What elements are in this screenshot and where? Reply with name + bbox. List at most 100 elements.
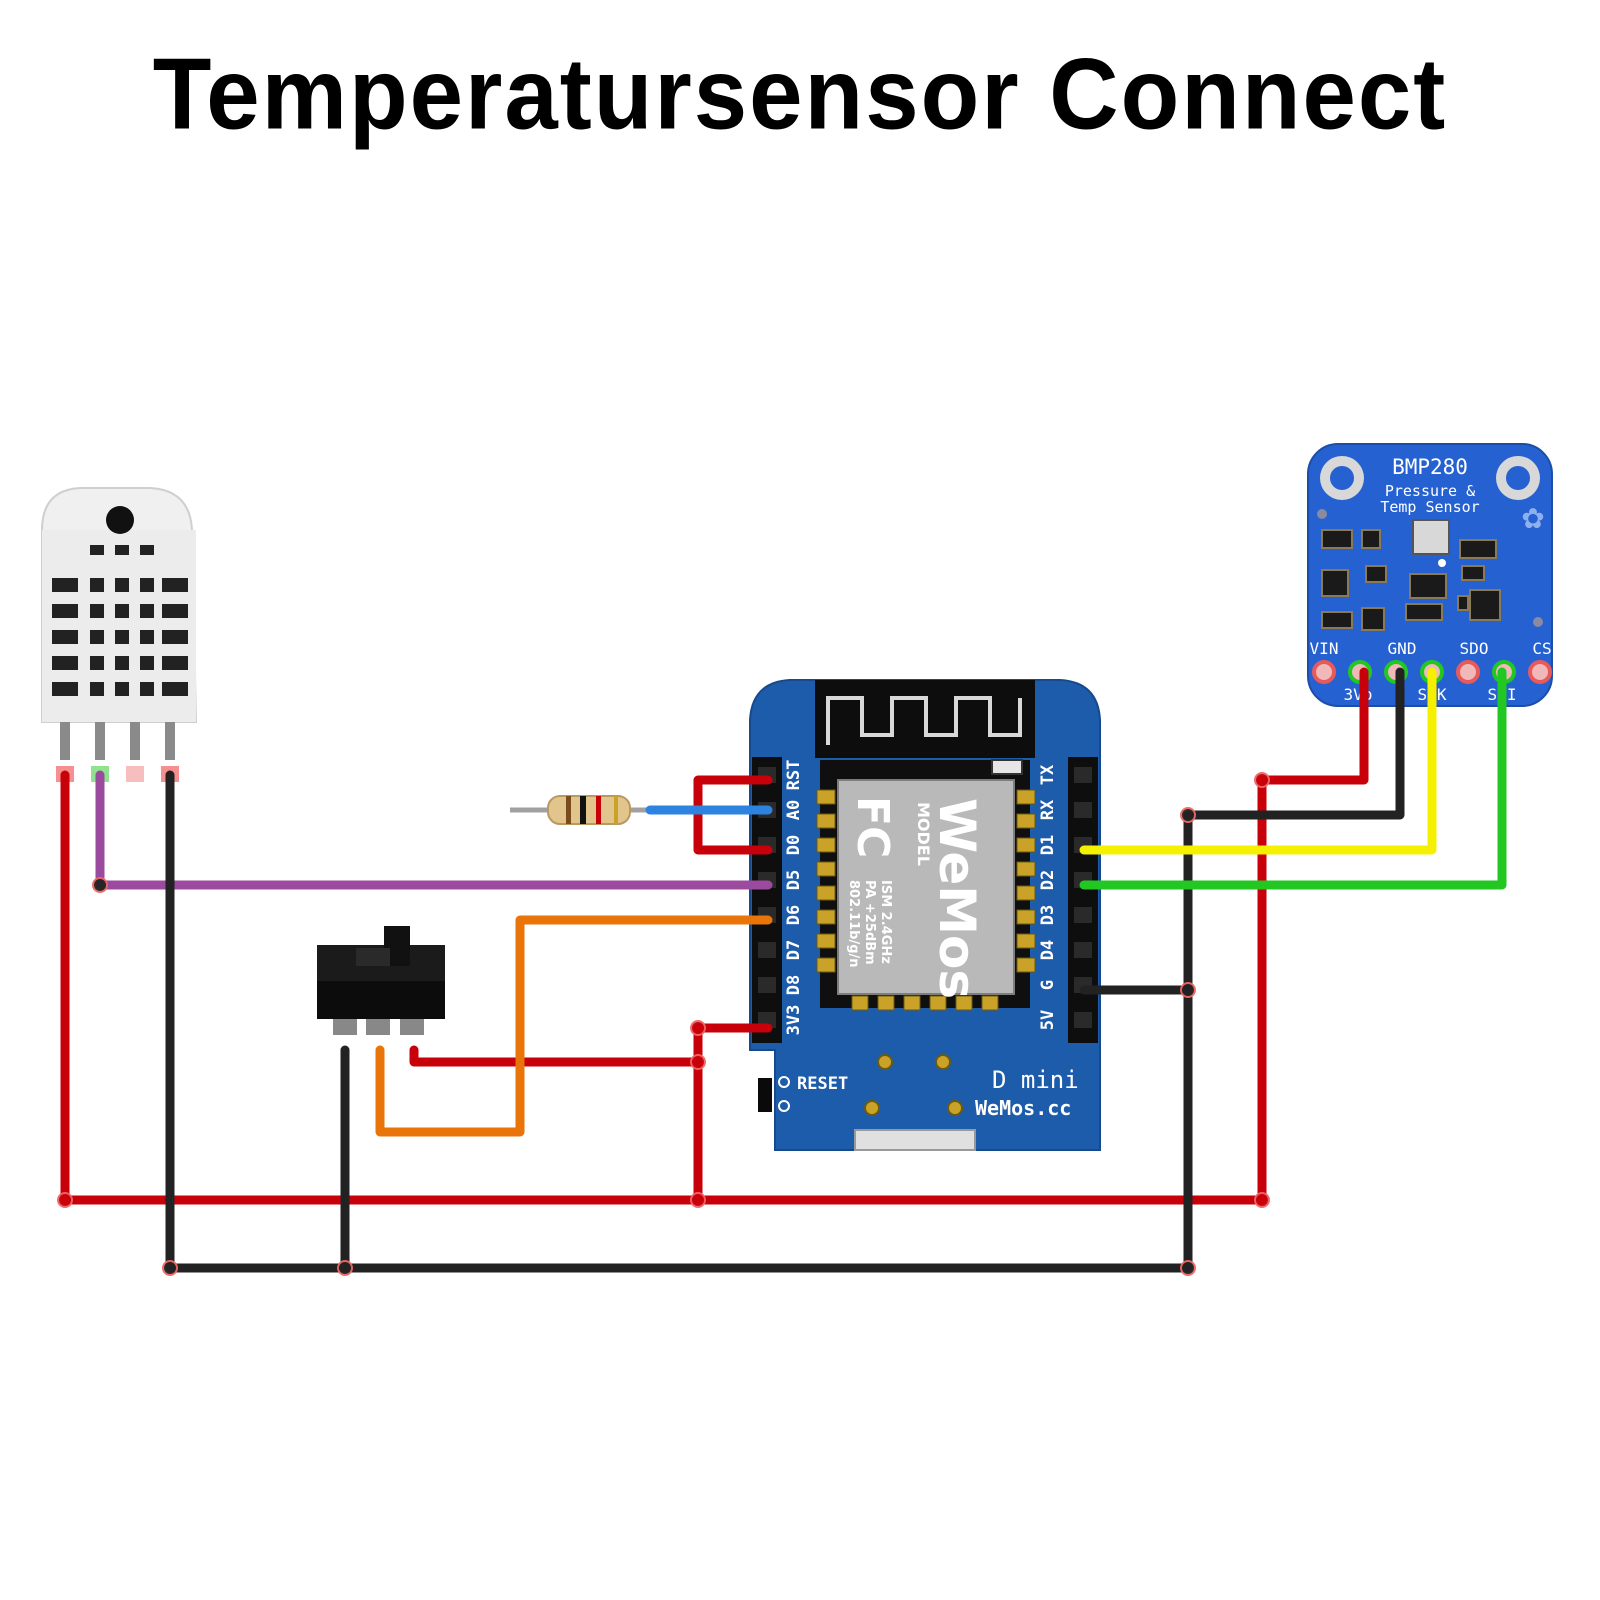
- grill-slot: [162, 630, 188, 644]
- wire-red-3v3-wemos: [693, 1023, 773, 1205]
- module-pad: [816, 957, 836, 973]
- wemos-pin-label-d5: D5: [784, 870, 804, 890]
- wire-junction: [1180, 1260, 1196, 1276]
- module-pad: [816, 933, 836, 949]
- slide-switch: [317, 926, 445, 1035]
- module-pad: [1016, 861, 1036, 877]
- grill-slot: [140, 578, 154, 592]
- wemos-pin-label-3v3: 3V3: [784, 1005, 804, 1036]
- usb-connector: [854, 1129, 976, 1151]
- wemos-pin-label-d2: D2: [1038, 870, 1058, 890]
- module-pad: [1016, 885, 1036, 901]
- wemos-left-pin: [758, 977, 776, 993]
- grill-slot: [52, 656, 78, 670]
- dht22-pin-marker: [126, 766, 144, 782]
- spec-line-2: PA +25dBm: [862, 880, 877, 965]
- grill-slot: [90, 682, 104, 696]
- module-pad: [955, 995, 973, 1011]
- wemos-pin-label-5v: 5V: [1038, 1010, 1058, 1030]
- wire-junction: [690, 1192, 706, 1208]
- grill-slot: [162, 578, 188, 592]
- bmp-label-cs: CS: [1532, 639, 1551, 658]
- resistor: [510, 795, 650, 825]
- spec-line-3: 802.11b/g/n: [846, 880, 861, 968]
- grill-slot: [140, 630, 154, 644]
- reset-button: [758, 1078, 772, 1112]
- module-pad: [816, 909, 836, 925]
- dot: [1533, 617, 1543, 627]
- dot: [1317, 509, 1327, 519]
- wire-junction: [1254, 1192, 1270, 1208]
- wire-red-rst-d0: [693, 775, 773, 855]
- website-label: WeMos.cc: [975, 1096, 1071, 1120]
- smd-part: [1321, 611, 1353, 629]
- grill-slot: [52, 630, 78, 644]
- wire-junction: [690, 1020, 706, 1036]
- module-pad: [1016, 789, 1036, 805]
- wemos-pin-label-d4: D4: [1038, 940, 1058, 960]
- grill-slot: [52, 682, 78, 696]
- wemos-pin-label-d0: D0: [784, 835, 804, 855]
- smd-part: [1409, 573, 1447, 599]
- wire-yellow-d1: [1079, 667, 1437, 855]
- wire-junction: [57, 1192, 73, 1208]
- wemos-pin-label-tx: TX: [1038, 764, 1058, 785]
- smd-part: [1459, 539, 1497, 559]
- grill-slot: [52, 604, 78, 618]
- model-label: MODEL: [914, 802, 933, 866]
- wemos-d1-mini-board: FC MODEL ISM 2.4GHz PA +25dBm 802.11b/g/…: [749, 679, 1101, 1151]
- module-pad: [903, 995, 921, 1011]
- spec-line-1: ISM 2.4GHz: [878, 880, 893, 964]
- dht22-hole-icon: [106, 506, 134, 534]
- wemos-right-header: [1068, 757, 1098, 1043]
- bmp280-subtitle-1: Pressure &: [1385, 482, 1475, 500]
- left-header-strip: [752, 757, 782, 1043]
- grill-slot: [52, 578, 78, 592]
- module-pad: [816, 861, 836, 877]
- module-pad: [851, 995, 869, 1011]
- dht22-grill: [52, 545, 188, 696]
- smd-part: [1469, 589, 1501, 621]
- wire-red-3v3-rail: [60, 667, 1369, 1205]
- dht22-pins: [56, 722, 179, 782]
- module-pad: [1016, 909, 1036, 925]
- wire-green-d2: [1079, 667, 1507, 890]
- wemos-pin-label-a0: A0: [784, 800, 804, 820]
- smd-part: [1361, 607, 1385, 631]
- grill-slot: [115, 604, 129, 618]
- bmp280-subtitle-2: Temp Sensor: [1380, 498, 1479, 516]
- smd-part: [1405, 603, 1443, 621]
- module-pad: [981, 995, 999, 1011]
- right-header-strip: [1068, 757, 1098, 1043]
- dht22-pin: [95, 722, 105, 760]
- dot: [1438, 559, 1446, 567]
- adafruit-flower-icon: ✿: [1521, 503, 1544, 534]
- wemos-left-header: [752, 757, 782, 1043]
- wemos-right-pin: [1074, 942, 1092, 958]
- grill-slot: [115, 630, 129, 644]
- module-pad: [816, 789, 836, 805]
- wire-junction: [1254, 772, 1270, 788]
- bmp-sensor-chip: [1412, 519, 1450, 555]
- wire-red-switch: [409, 1045, 703, 1067]
- smd-part: [1365, 565, 1387, 583]
- bmp-label-vin: VIN: [1310, 639, 1339, 658]
- bmp-pin: [1528, 660, 1552, 684]
- module-pad: [929, 995, 947, 1011]
- smd-part: [1457, 595, 1469, 611]
- esp-module-shield: [837, 779, 1015, 995]
- grill-slot: [115, 578, 129, 592]
- smd-part: [1361, 529, 1381, 549]
- wire-junction: [690, 1054, 706, 1070]
- smd-part: [1461, 565, 1485, 581]
- wemos-left-pin: [758, 942, 776, 958]
- wire-purple-d5: [95, 770, 773, 890]
- grill-slot: [90, 578, 104, 592]
- wemos-pin-label-d6: D6: [784, 905, 804, 925]
- wemos-right-pin: [1074, 767, 1092, 783]
- grill-slot: [162, 604, 188, 618]
